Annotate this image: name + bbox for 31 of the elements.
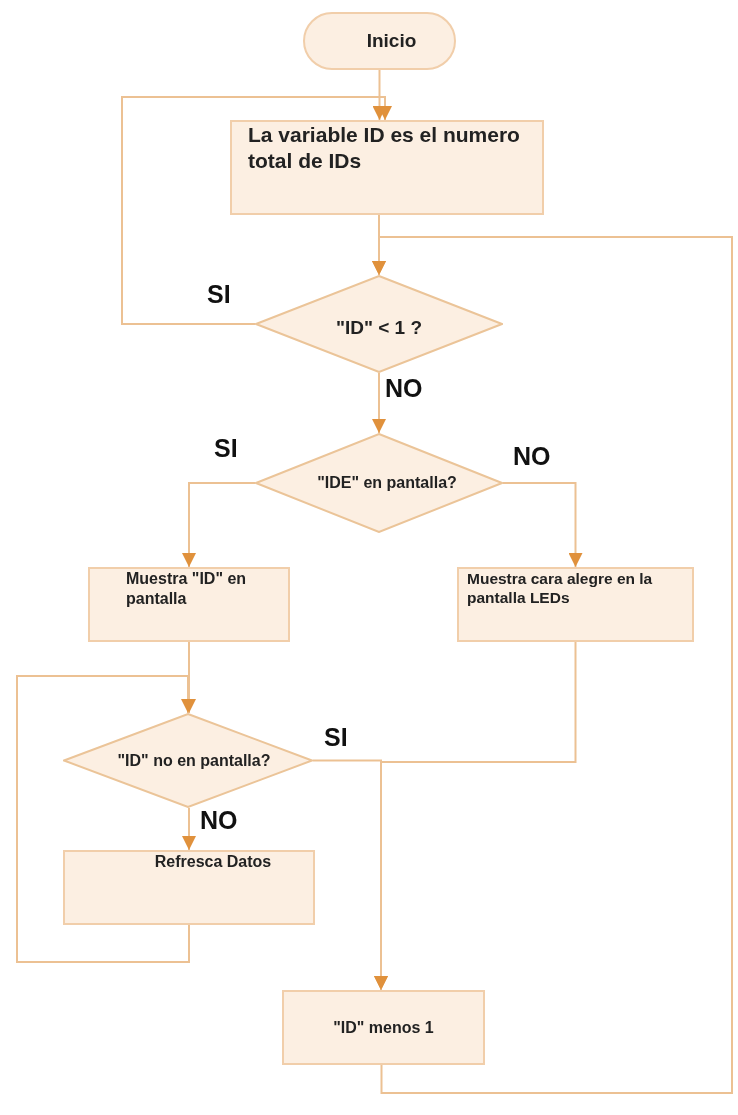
edge-label: NO <box>385 376 423 401</box>
edge-label: SI <box>324 725 348 750</box>
process-box <box>88 567 290 642</box>
edge-label: NO <box>513 444 551 469</box>
node-text: "ID" < 1 ? <box>335 316 423 340</box>
node-text: "ID" menos 1 <box>333 1017 434 1038</box>
process-box <box>457 567 694 642</box>
arrow <box>312 759 388 991</box>
edge-label: NO <box>200 808 238 833</box>
node-text: La variable ID es el numero total de IDs <box>248 122 521 175</box>
edge-label: SI <box>207 282 231 307</box>
decision-diamond <box>255 275 503 373</box>
arrow <box>182 807 196 851</box>
node-text: Muestra cara alegre en la pantalla LEDs <box>467 569 654 608</box>
process-box <box>63 850 315 925</box>
arrow <box>121 96 392 325</box>
node-text: "ID" no en pantalla? <box>117 750 271 771</box>
edge-label: SI <box>214 436 238 461</box>
node-text: Muestra "ID" en pantalla <box>126 569 248 609</box>
decision-diamond <box>63 713 313 808</box>
decision-diamond <box>255 433 503 533</box>
process-box <box>230 120 544 215</box>
arrow <box>372 236 733 1094</box>
terminal-node <box>303 12 456 70</box>
arrow <box>502 482 583 568</box>
node-text: Refresca Datos <box>154 852 272 872</box>
node-text: Inicio <box>366 29 417 53</box>
arrow <box>182 482 256 568</box>
process-box <box>282 990 485 1065</box>
node-text: "IDE" en pantalla? <box>317 473 457 493</box>
arrow <box>372 372 386 434</box>
